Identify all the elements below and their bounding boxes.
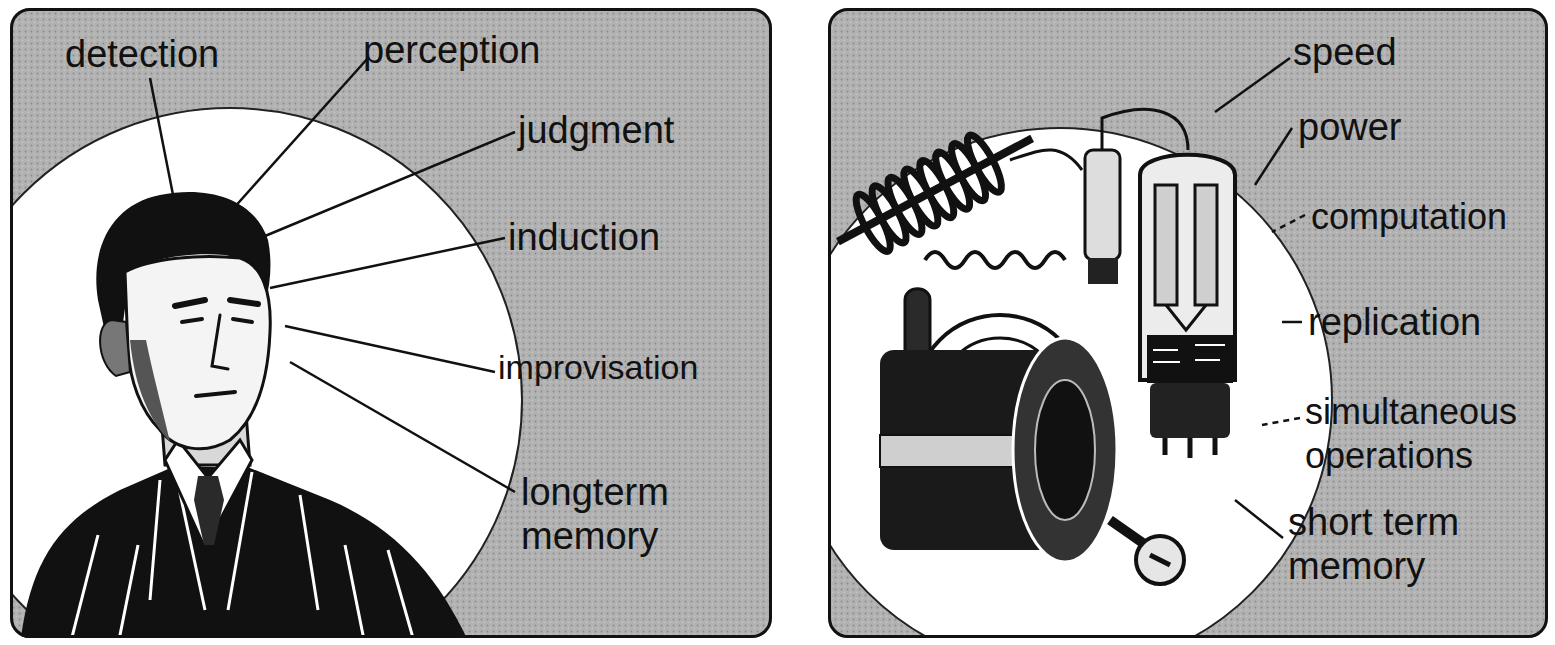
plug	[1136, 536, 1184, 584]
callout-label: power	[1298, 105, 1518, 149]
wire	[1102, 109, 1188, 150]
illustration-panel: speed power computation replication simultan…	[828, 8, 1548, 638]
callout-label: simultaneous operations	[1305, 390, 1545, 478]
callout-label: replication	[1308, 300, 1538, 344]
motor-terminal	[905, 289, 930, 350]
machine-illustration	[828, 109, 1332, 638]
callout-label: improvisation	[498, 345, 768, 389]
callout-label: longterm memory	[521, 470, 731, 558]
callout-label: speed	[1293, 30, 1513, 74]
ear	[100, 320, 130, 376]
cheek-shadow	[130, 340, 170, 442]
callout-label: computation	[1311, 195, 1543, 239]
illustration-panel: detection perception judgment induction impr…	[10, 8, 772, 638]
tie	[194, 476, 224, 545]
plug	[1150, 555, 1170, 565]
man-illustration	[10, 108, 522, 638]
halo-circle	[10, 108, 522, 638]
leader-lines	[1215, 58, 1305, 538]
small-tube	[1085, 150, 1120, 260]
small-tube-base	[1088, 258, 1118, 284]
callout-label: induction	[508, 215, 758, 259]
motor-face	[1035, 380, 1095, 520]
tube-pins	[1165, 438, 1215, 458]
pinstripes	[70, 470, 415, 638]
halo-circle	[828, 128, 1332, 638]
callout-label: perception	[363, 28, 663, 72]
tube-label-band	[1147, 335, 1233, 383]
coil-symbol	[828, 110, 1047, 270]
shirt-collar	[165, 440, 252, 548]
tube-base	[1150, 383, 1230, 438]
callout-label: short term memory	[1288, 500, 1538, 588]
wire	[925, 252, 1065, 268]
callout-label: detection	[65, 32, 325, 76]
face	[125, 257, 270, 449]
callout-label: judgment	[518, 108, 758, 152]
facial-features	[175, 300, 258, 396]
tube-label-marks	[1153, 345, 1225, 362]
suit	[20, 466, 470, 638]
wire	[1010, 150, 1082, 170]
leader-lines	[150, 58, 515, 492]
tube-plates	[1155, 185, 1217, 330]
motor-face	[1013, 338, 1117, 562]
